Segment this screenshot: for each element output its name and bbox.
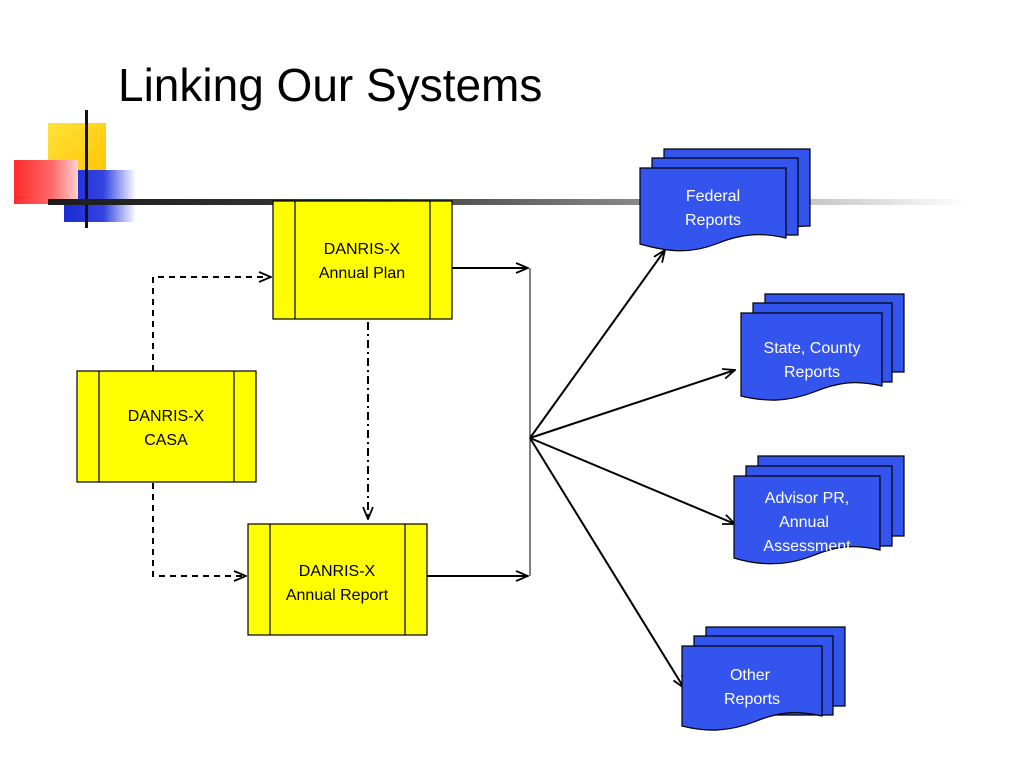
- annual-report-line2: Annual Report: [286, 587, 389, 604]
- annual-report-line1: DANRIS-X: [299, 563, 376, 580]
- annual-plan-line2: Annual Plan: [319, 265, 405, 282]
- casa-line2: CASA: [144, 432, 188, 449]
- arrow-to-state-county: [529, 370, 735, 439]
- arrow-to-other: [529, 437, 684, 688]
- document-state-county-reports: State, County Reports: [740, 293, 905, 401]
- connector-casa-to-report: [152, 483, 246, 576]
- arrow-to-federal: [529, 250, 665, 439]
- connector-casa-to-plan: [152, 277, 271, 371]
- federal-line1: Federal: [686, 188, 740, 205]
- title-rule: [48, 199, 968, 205]
- slide-title: Linking Our Systems: [118, 59, 543, 111]
- advisor-line3: Assessment: [763, 538, 851, 555]
- deco-red-square: [14, 160, 78, 204]
- federal-line2: Reports: [685, 212, 741, 229]
- annual-plan-line1: DANRIS-X: [324, 241, 401, 258]
- other-line1: Other: [730, 667, 771, 684]
- document-advisor-reports: Advisor PR, Annual Assessment: [733, 455, 905, 565]
- process-casa: DANRIS-X CASA: [76, 370, 257, 483]
- process-annual-report: DANRIS-X Annual Report: [247, 523, 428, 636]
- process-annual-plan: DANRIS-X Annual Plan: [272, 200, 453, 320]
- state-county-line1: State, County: [764, 340, 861, 357]
- document-federal-reports: Federal Reports: [639, 148, 811, 252]
- deco-vertical-line: [85, 110, 88, 228]
- casa-line1: DANRIS-X: [128, 408, 205, 425]
- arrow-to-advisor: [529, 437, 735, 525]
- advisor-line1: Advisor PR,: [765, 490, 849, 507]
- state-county-line2: Reports: [784, 364, 840, 381]
- other-line2: Reports: [724, 691, 780, 708]
- advisor-line2: Annual: [779, 514, 829, 531]
- document-other-reports: Other Reports: [681, 626, 846, 731]
